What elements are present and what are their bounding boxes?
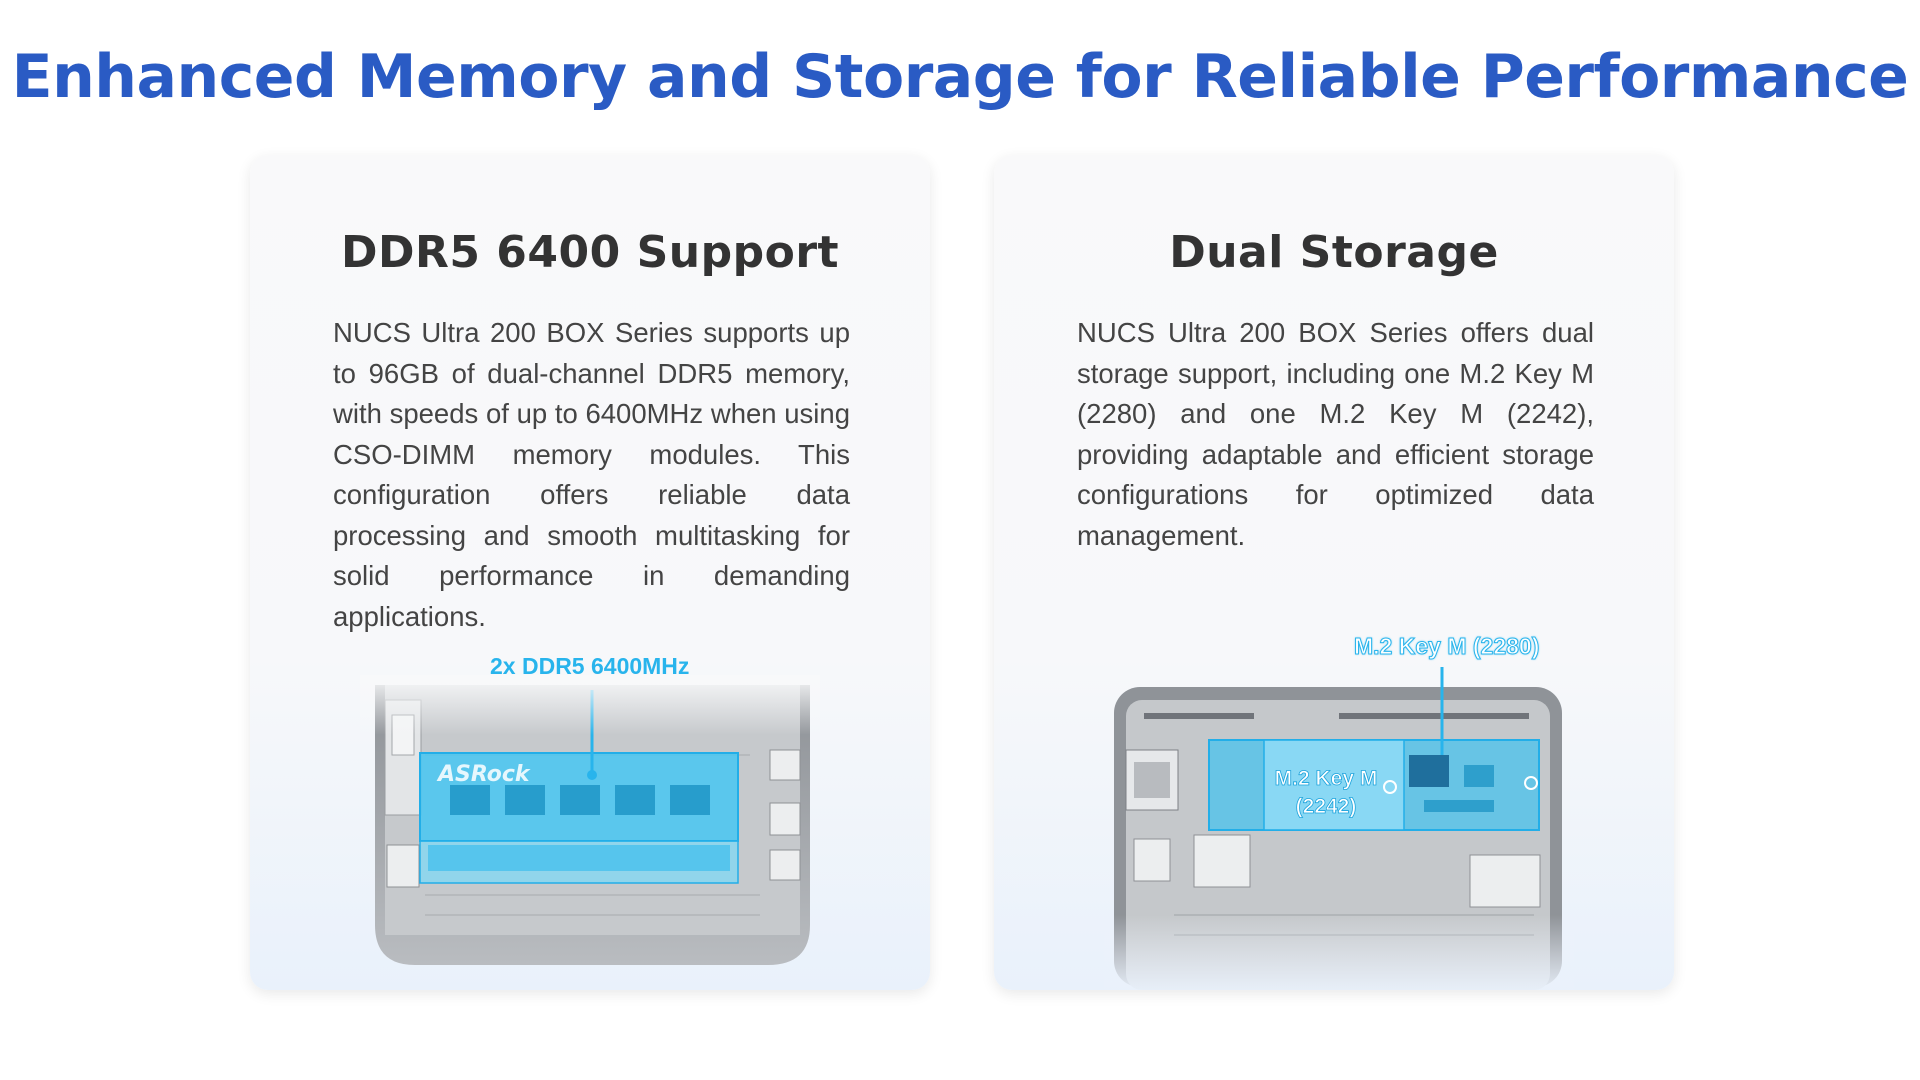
- ddr5-callout-label: 2x DDR5 6400MHz: [490, 653, 690, 679]
- memory-card: DDR5 6400 Support NUCS Ultra 200 BOX Ser…: [250, 155, 930, 990]
- asrock-module-logo: ASRock: [436, 762, 531, 787]
- memory-card-description: NUCS Ultra 200 BOX Series supports up to…: [333, 317, 850, 632]
- m2-2280-callout-label: M.2 Key M (2280): [1353, 633, 1540, 660]
- memory-card-title: DDR5 6400 Support: [340, 227, 840, 278]
- storage-card: Dual Storage NUCS Ultra 200 BOX Series o…: [994, 155, 1674, 990]
- storage-card-title: Dual Storage: [1169, 227, 1499, 278]
- storage-card-description: NUCS Ultra 200 BOX Series offers dual st…: [1077, 317, 1594, 551]
- page-title: Enhanced Memory and Storage for Reliable…: [11, 42, 1909, 112]
- m2-2242-callout-line2: (2242): [1296, 795, 1357, 818]
- storage-board-illustration: M.2 Key M (2242): [1104, 667, 1574, 990]
- memory-board-illustration: ASRock: [360, 675, 820, 965]
- m2-2242-callout-line1: M.2 Key M: [1275, 767, 1378, 790]
